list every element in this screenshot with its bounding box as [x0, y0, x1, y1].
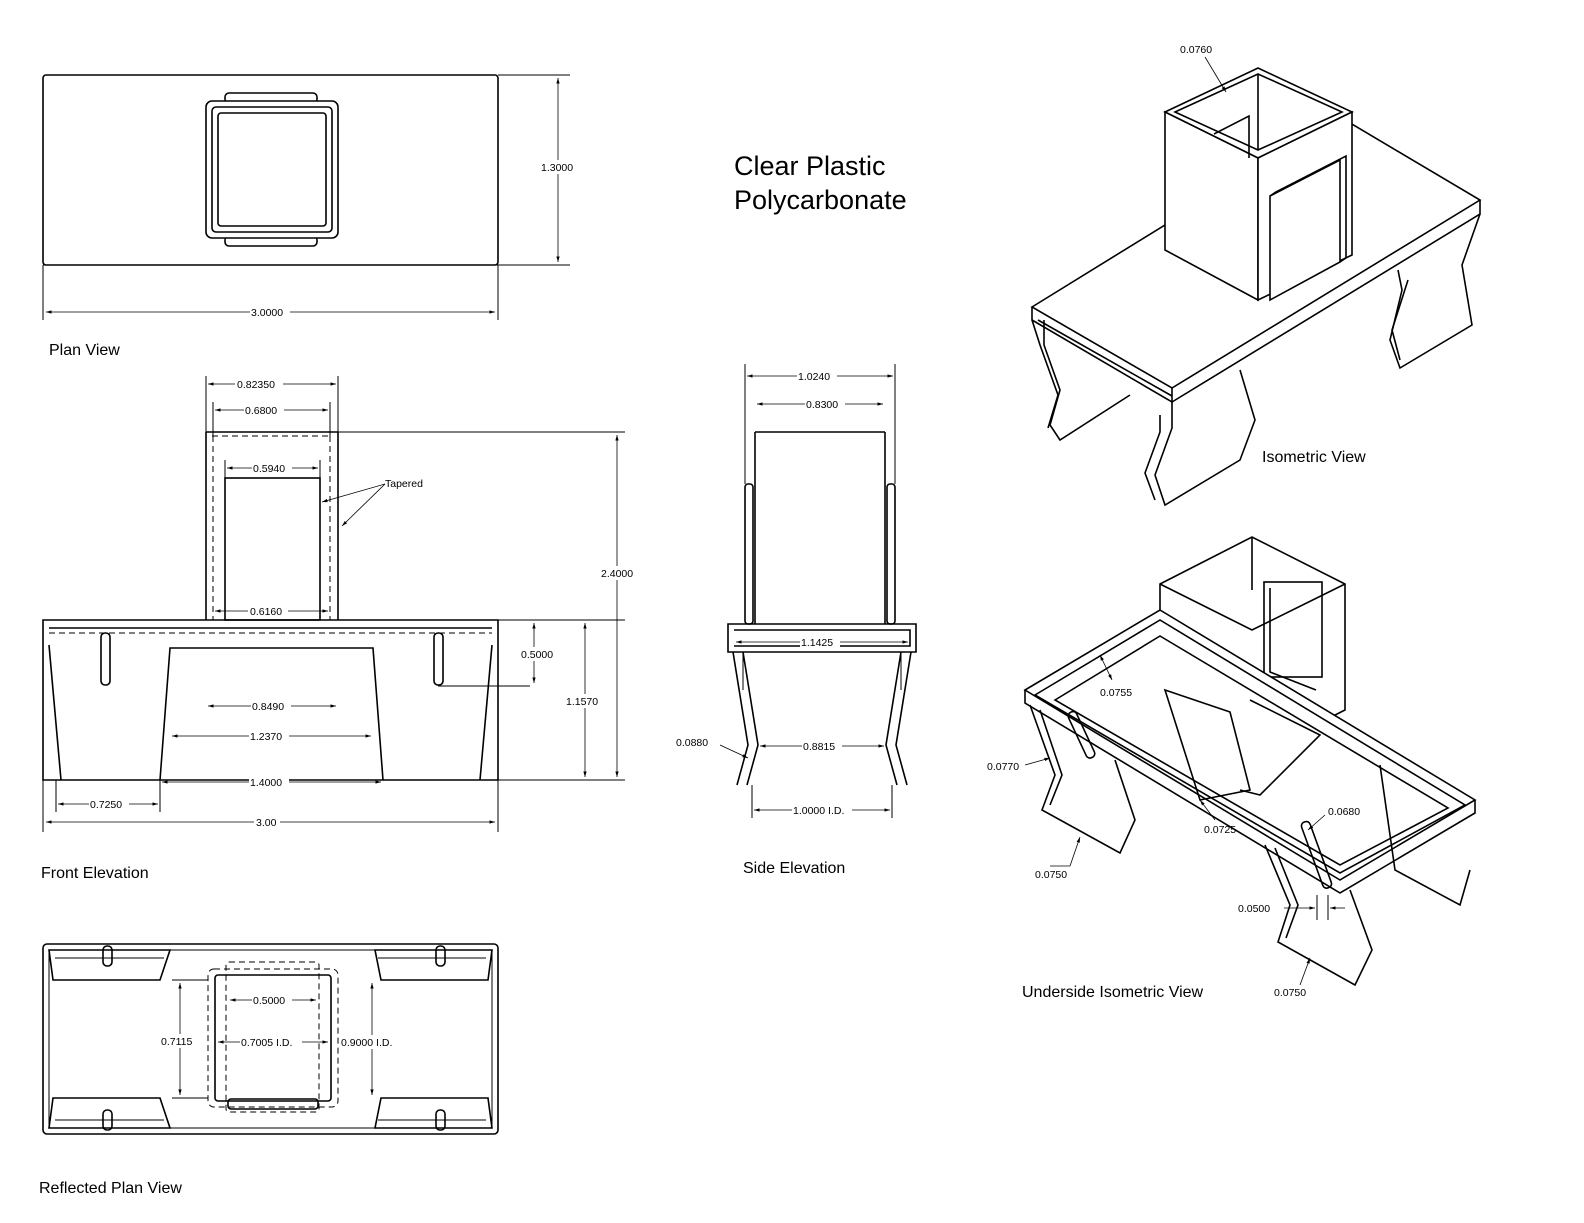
- dim-0680: 0.6800: [245, 405, 277, 417]
- title-line-1: Clear Plastic: [734, 151, 886, 181]
- dim-0500: 0.5000: [521, 649, 553, 661]
- label-side-elevation: Side Elevation: [743, 860, 845, 877]
- dim-rp-0500: 0.5000: [253, 995, 285, 1007]
- label-plan-view: Plan View: [49, 342, 120, 359]
- dim-1400: 1.4000: [250, 777, 282, 789]
- label-underside-iso: Underside Isometric View: [1022, 984, 1204, 1001]
- dim-u-00680: 0.0680: [1328, 806, 1360, 818]
- dim-0849: 0.8490: [252, 701, 284, 713]
- dim-side-08815: 0.8815: [803, 741, 835, 753]
- dim-u-00725: 0.0725: [1204, 824, 1236, 836]
- title-line-2: Polycarbonate: [734, 185, 907, 215]
- dim-plan-height: 1.3000: [541, 162, 573, 174]
- dim-300: 3.00: [256, 817, 277, 829]
- dim-side-0830: 0.8300: [806, 399, 838, 411]
- underside-isometric-view: 0.0755 0.0770 0.0725 0.0680 0.0750 0.050…: [987, 536, 1477, 1001]
- side-elevation: 1.0240 0.8300 1.1425 0.0880 0.8815 1.000…: [676, 364, 917, 877]
- dim-side-1024: 1.0240: [798, 371, 830, 383]
- dim-side-0088: 0.0880: [676, 737, 708, 749]
- dim-side-1000: 1.0000 I.D.: [793, 805, 844, 817]
- dim-1157: 1.1570: [566, 696, 598, 708]
- dim-rp-07005: 0.7005 I.D.: [241, 1037, 292, 1049]
- dim-plan-width: 3.0000: [251, 307, 283, 319]
- dim-0725: 0.7250: [90, 799, 122, 811]
- dim-08235: 0.82350: [237, 379, 275, 391]
- dim-2400: 2.4000: [601, 568, 633, 580]
- dim-0594: 0.5940: [253, 463, 285, 475]
- dim-rp-0900: 0.9000 I.D.: [341, 1037, 392, 1049]
- dim-u-00750b: 0.0750: [1274, 987, 1306, 999]
- front-elevation: 0.82350 0.6800 0.5940 Tapered 0.6160 2.4…: [41, 376, 638, 882]
- plan-view: 1.3000 3.0000 Plan View: [42, 74, 576, 359]
- title-block: Clear Plastic Polycarbonate: [734, 151, 907, 215]
- label-front-elevation: Front Elevation: [41, 865, 149, 882]
- dim-u-00500: 0.0500: [1238, 903, 1270, 915]
- dim-iso-0076: 0.0760: [1180, 44, 1212, 56]
- dim-u-00755: 0.0755: [1100, 687, 1132, 699]
- reflected-plan-view: 0.5000 0.7115 0.7005 I.D. 0.9000 I.D. Re…: [39, 943, 499, 1197]
- dim-side-11425: 1.1425: [801, 637, 833, 649]
- dim-0616: 0.6160: [250, 606, 282, 618]
- label-reflected-plan: Reflected Plan View: [39, 1180, 182, 1197]
- isometric-view: 0.0760 Isometric View: [1030, 44, 1482, 507]
- dim-rp-07115: 0.7115: [161, 1036, 192, 1048]
- note-tapered: Tapered: [385, 478, 423, 490]
- dim-u-00770: 0.0770: [987, 761, 1019, 773]
- dim-u-00750a: 0.0750: [1035, 869, 1067, 881]
- dim-1237: 1.2370: [250, 731, 282, 743]
- label-isometric-view: Isometric View: [1262, 449, 1366, 466]
